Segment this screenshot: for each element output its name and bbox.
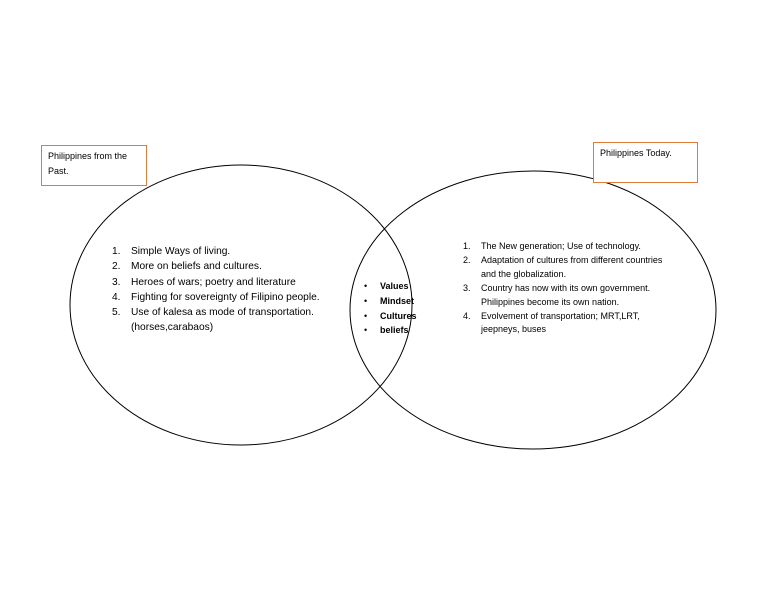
item-text: More on beliefs and cultures. <box>131 261 262 273</box>
item-text: Heroes of wars; poetry and literature <box>131 276 296 288</box>
list-item: 4. Fighting for sovereignty of Filipino p… <box>112 290 347 305</box>
bullet-icon: • <box>364 281 368 291</box>
item-text: The New generation; Use of technology. <box>481 241 641 251</box>
past-title-box: Philippines from the Past. <box>41 145 147 186</box>
today-circle <box>349 170 717 450</box>
today-title-box: Philippines Today. <box>593 142 698 183</box>
item-text: Evolvement of transportation; MRT,LRT, j… <box>481 310 640 335</box>
past-list: 1. Simple Ways of living. 2. More on belie… <box>112 244 347 336</box>
bullet-icon: • <box>364 325 368 336</box>
item-number: 4. <box>112 291 121 303</box>
past-title: Philippines from the Past. <box>48 151 128 176</box>
item-number: 2. <box>112 261 121 273</box>
item-text: Fighting for sovereignty of Filipino peo… <box>131 291 320 303</box>
item-text: Cultures <box>380 310 417 321</box>
today-list: 1. The New generation; Use of technology.… <box>463 240 673 337</box>
item-number: 3. <box>463 282 471 293</box>
list-item: 1. The New generation; Use of technology. <box>463 240 673 254</box>
common-list: • Values • Mindset • Cultures • beliefs <box>363 279 443 338</box>
list-item: • Values <box>363 279 443 294</box>
bullet-icon: • <box>364 310 368 321</box>
item-text: Adaptation of cultures from different co… <box>481 254 663 279</box>
list-item: 1. Simple Ways of living. <box>112 244 347 259</box>
list-item: 4. Evolvement of transportation; MRT,LRT,… <box>463 310 673 338</box>
list-item: 3. Heroes of wars; poetry and literature <box>112 275 347 290</box>
list-item: 2. Adaptation of cultures from different … <box>463 254 673 282</box>
list-item: • beliefs <box>363 323 443 338</box>
item-number: 3. <box>112 276 121 288</box>
item-number: 5. <box>112 307 121 319</box>
item-text: Country has now with its own government.… <box>481 282 651 307</box>
item-text: Mindset <box>380 295 415 306</box>
item-text: beliefs <box>380 325 409 336</box>
item-number: 1. <box>463 241 471 251</box>
item-number: 1. <box>112 246 121 257</box>
item-text: Simple Ways of living. <box>131 246 231 257</box>
list-item: 3. Country has now with its own governmen… <box>463 282 673 310</box>
list-item: 5. Use of kalesa as mode of transportatio… <box>112 305 347 336</box>
item-number: 2. <box>463 254 471 265</box>
bullet-icon: • <box>364 295 368 306</box>
item-text: Use of kalesa as mode of transportation.… <box>131 307 314 334</box>
past-circle <box>69 164 413 446</box>
item-number: 4. <box>463 310 471 321</box>
list-item: • Mindset <box>363 294 443 309</box>
list-item: 2. More on beliefs and cultures. <box>112 259 347 274</box>
list-item: • Cultures <box>363 309 443 324</box>
item-text: Values <box>380 281 409 291</box>
today-title: Philippines Today. <box>600 148 672 158</box>
